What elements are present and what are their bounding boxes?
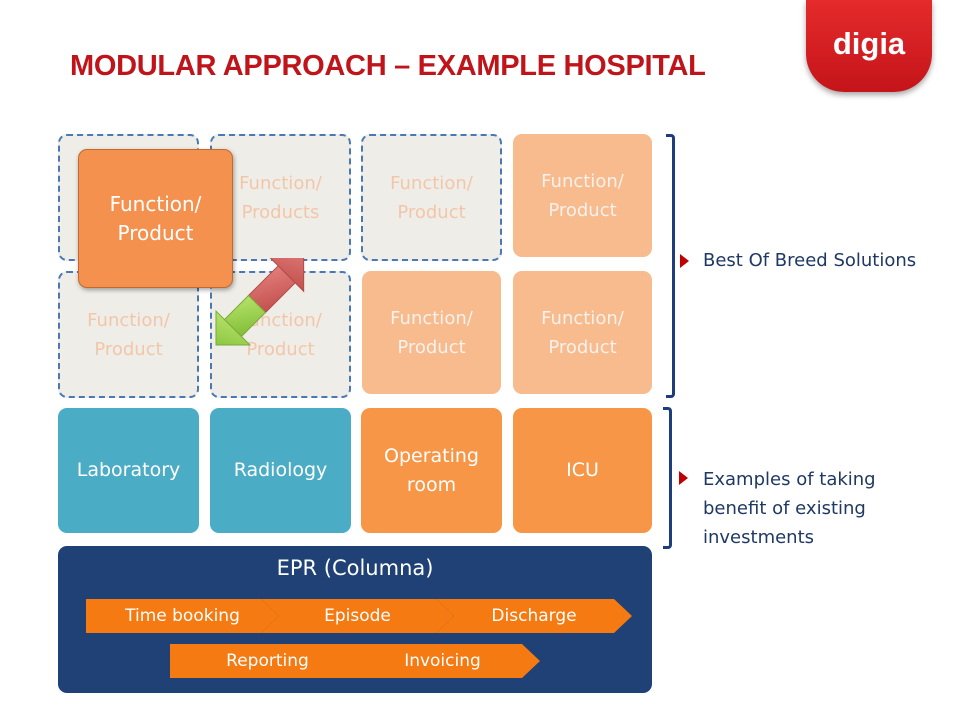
function-box-r1c2: Function/ Products — [210, 134, 351, 261]
examples-label: Examples of taking benefit of existing i… — [703, 469, 876, 548]
icu-box: ICU — [513, 408, 652, 533]
best-of-breed-bracket — [666, 134, 675, 398]
best-of-breed-label: Best Of Breed Solutions — [703, 250, 917, 271]
operating-room-box: Operating room — [361, 408, 502, 533]
function-box-r2c1: Function/ Product — [58, 271, 199, 398]
examples-bracket — [663, 407, 672, 549]
time-booking-step: Time booking — [86, 599, 279, 633]
marker-triangle-icon — [680, 254, 689, 268]
discharge-step: Discharge — [436, 599, 632, 633]
marker-triangle-icon — [679, 471, 688, 485]
reporting-step: Reporting — [170, 644, 365, 678]
function-box-r1c4: Function/ Product — [513, 134, 652, 257]
epr-title: EPR (Columna) — [276, 556, 434, 580]
laboratory-box: Laboratory — [58, 408, 199, 533]
function-box-r1c3: Function/ Product — [361, 134, 502, 261]
function-box-r2c4: Function/ Product — [513, 271, 652, 394]
swap-arrows-icon — [215, 258, 305, 346]
function-box-lifted[interactable]: Function/ Product — [78, 149, 233, 288]
episode-step: Episode — [261, 599, 454, 633]
invoicing-step: Invoicing — [345, 644, 540, 678]
function-box-r2c3: Function/ Product — [362, 271, 501, 394]
page-title: MODULAR APPROACH – EXAMPLE HOSPITAL — [70, 50, 706, 82]
radiology-box: Radiology — [210, 408, 351, 533]
digia-logo: digia — [806, 0, 932, 92]
